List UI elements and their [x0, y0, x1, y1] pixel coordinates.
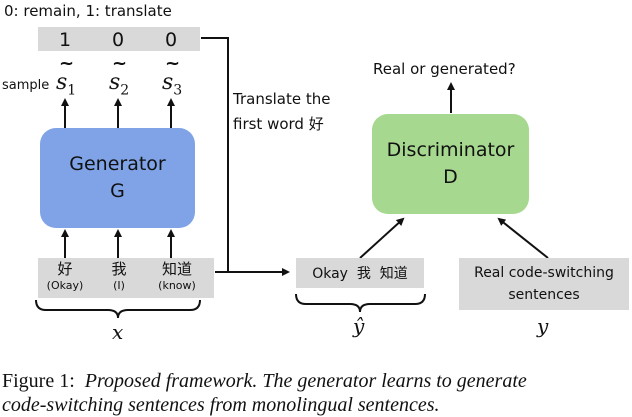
connector-layer: [35, 37, 549, 319]
tilde-1: ~: [59, 53, 75, 74]
var-yhat: ŷ: [353, 314, 365, 338]
figure-caption: Figure 1: Proposed framework. The genera…: [2, 370, 527, 393]
tilde-3: ~: [165, 53, 181, 74]
translate-note-line2: first word 好: [233, 115, 324, 133]
input-token-1-word: 好: [57, 260, 73, 278]
var-x: x: [112, 320, 124, 344]
bit-2: 0: [111, 29, 125, 51]
s2-label: s2: [109, 70, 130, 99]
arrow-bits-to-yhat: [201, 37, 229, 272]
discriminator-title: Discriminator: [386, 139, 515, 161]
translate-note-line1: Translate the: [233, 90, 331, 108]
caption-label: Figure 1:: [2, 370, 75, 392]
caption-text: Proposed framework. The generator learns…: [84, 370, 527, 392]
input-token-1: 好 (Okay): [38, 260, 92, 294]
input-token-1-gloss: (Okay): [46, 279, 84, 292]
brace-x: [35, 299, 201, 319]
discriminator-output-label: Real or generated?: [373, 60, 516, 78]
input-token-2-gloss: (I): [113, 279, 125, 292]
arrow-real-to-disc: [497, 217, 549, 259]
generator-block: Generator G: [40, 128, 195, 228]
input-token-3: 知道 (know): [146, 260, 208, 294]
brace-yhat: [295, 293, 426, 313]
sample-label: sample: [2, 78, 50, 93]
input-sentence-box: 好 (Okay) 我 (I) 知道 (know): [38, 258, 214, 298]
real-box-line1: Real code-switching: [474, 265, 614, 281]
bit-3: 0: [164, 29, 178, 51]
input-token-2: 我 (I): [92, 260, 146, 294]
input-token-3-gloss: (know): [158, 279, 196, 292]
bit-1: 1: [58, 29, 72, 51]
discriminator-symbol: D: [443, 166, 458, 188]
s1-label: s1: [56, 70, 77, 99]
real-sentences-box: Real code-switching sentences: [459, 258, 629, 310]
input-token-2-word: 我: [111, 260, 127, 278]
discriminator-block: Discriminator D: [372, 114, 529, 214]
generator-symbol: G: [110, 180, 125, 202]
arrow-yhat-to-disc: [359, 217, 405, 259]
s3-label: s3: [162, 70, 183, 99]
real-box-line2: sentences: [508, 287, 580, 303]
generated-sentence-box: Okay 我 知道: [296, 258, 424, 288]
var-y: y: [537, 314, 549, 338]
bit-legend: 0: remain, 1: translate: [4, 2, 172, 20]
input-token-3-word: 知道: [161, 260, 192, 278]
translation-bits-box: 1 0 0: [38, 27, 200, 51]
generator-title: Generator: [69, 153, 166, 175]
tilde-2: ~: [112, 53, 128, 74]
